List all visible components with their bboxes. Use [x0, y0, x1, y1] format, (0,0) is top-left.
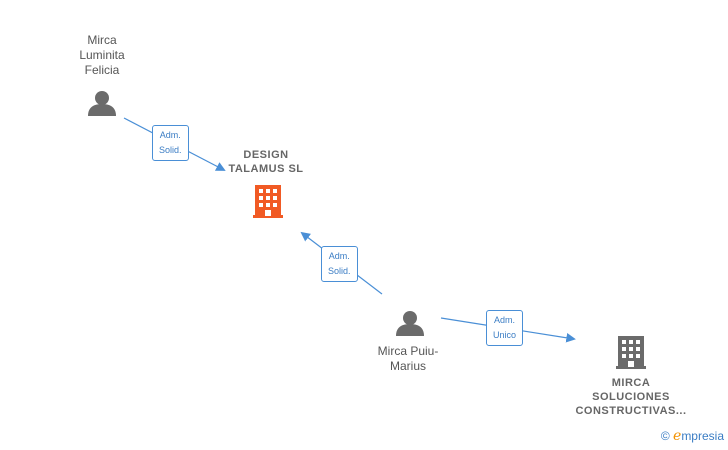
edge-label: Adm. Unico: [486, 310, 524, 346]
person-label[interactable]: Mirca Puiu- Marius: [377, 344, 439, 373]
company-label[interactable]: MIRCA SOLUCIONES CONSTRUCTIVAS...: [575, 377, 687, 417]
brand-logo: © empresia: [661, 428, 724, 444]
copyright-symbol: ©: [660, 429, 670, 443]
person-icon[interactable]: [88, 91, 116, 116]
person-icon[interactable]: [396, 311, 424, 336]
building-icon[interactable]: [616, 336, 646, 369]
brand-initial: e: [673, 428, 682, 444]
edge-label: Adm. Solid.: [152, 125, 189, 161]
brand-name: mpresia: [681, 429, 724, 443]
company-label[interactable]: DESIGN TALAMUS SL: [228, 149, 304, 175]
edge-label: Adm. Solid.: [321, 246, 358, 282]
person-label[interactable]: Mirca Luminita Felicia: [79, 33, 125, 77]
building-icon[interactable]: [253, 185, 283, 218]
